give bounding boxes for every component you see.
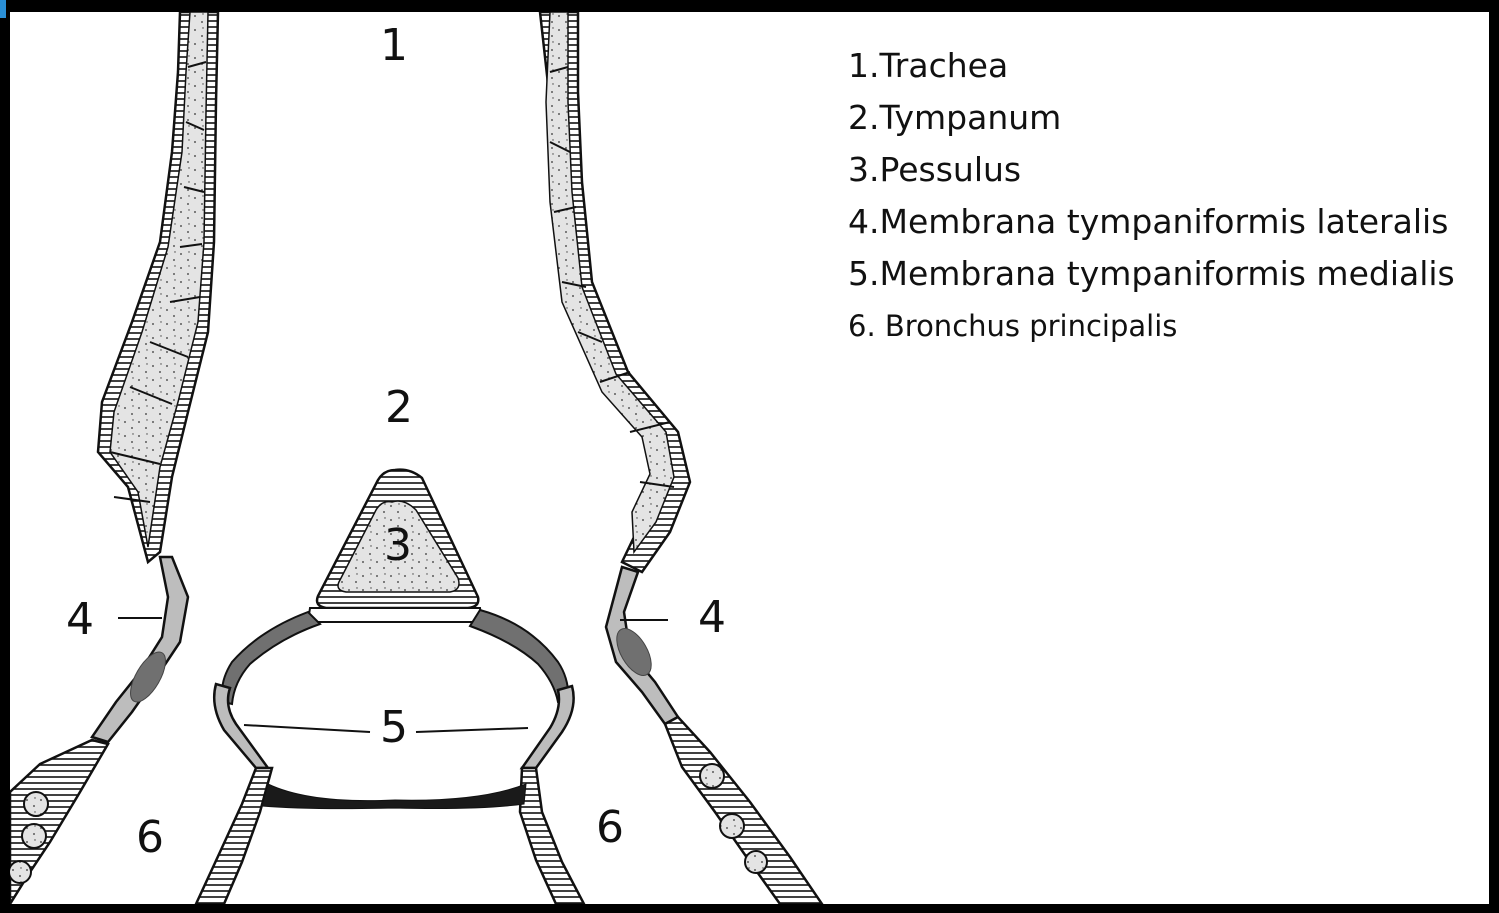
legend-item-bronchus: 6. Bronchus principalis bbox=[848, 300, 1455, 352]
bronchial-bridge bbox=[196, 768, 584, 904]
right-tracheal-wall bbox=[540, 12, 690, 572]
label-2-tympanum: 2 bbox=[385, 382, 413, 433]
label-6-left-bronchus: 6 bbox=[136, 812, 164, 863]
right-bronchus-wall bbox=[665, 717, 822, 904]
syrinx-diagram: 1 2 3 4 4 5 6 6 bbox=[10, 12, 830, 904]
legend-item-membrana-medialis: 5.Membrana tympaniformis medialis bbox=[848, 248, 1455, 300]
left-tracheal-wall bbox=[98, 12, 218, 562]
label-4-right: 4 bbox=[698, 592, 726, 643]
label-4-left: 4 bbox=[66, 594, 94, 645]
legend-item-pessulus: 3.Pessulus bbox=[848, 144, 1455, 196]
left-bronchus-wall bbox=[10, 740, 108, 904]
legend: 1.Trachea 2.Tympanum 3.Pessulus 4.Membra… bbox=[848, 40, 1455, 352]
diagram-panel: 1 2 3 4 4 5 6 6 1.Trachea 2.Tympanum 3.P… bbox=[10, 12, 1489, 904]
legend-item-tympanum: 2.Tympanum bbox=[848, 92, 1455, 144]
corner-accent bbox=[0, 0, 6, 18]
right-lateral-membrane bbox=[606, 567, 678, 724]
label-1-trachea: 1 bbox=[380, 20, 408, 71]
legend-item-trachea: 1.Trachea bbox=[848, 40, 1455, 92]
label-5-medial-membrane: 5 bbox=[380, 702, 408, 753]
label-6-right-bronchus: 6 bbox=[596, 802, 624, 853]
legend-item-membrana-lateralis: 4.Membrana tympaniformis lateralis bbox=[848, 196, 1455, 248]
label-3-pessulus: 3 bbox=[384, 520, 412, 571]
left-lateral-membrane bbox=[92, 557, 188, 742]
